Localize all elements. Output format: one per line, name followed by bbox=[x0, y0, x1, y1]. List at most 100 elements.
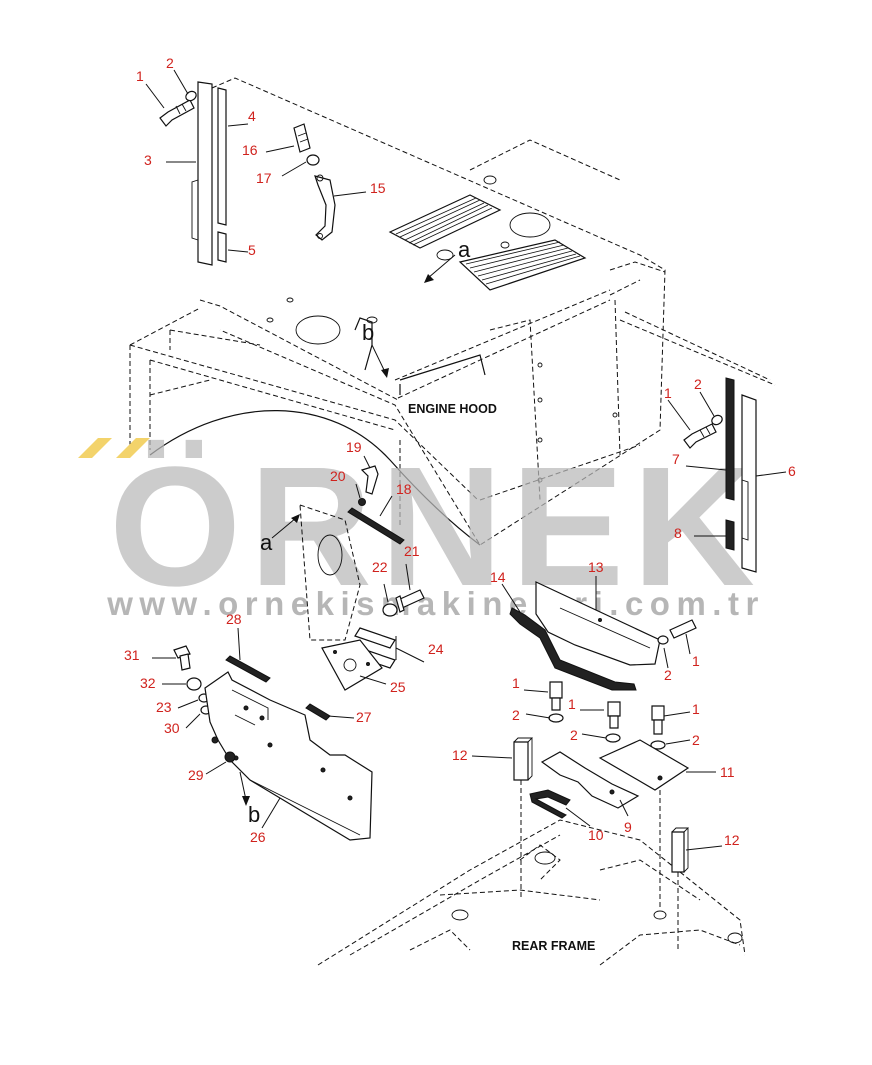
plate-9 bbox=[540, 751, 640, 809]
callout-16: 16 bbox=[242, 142, 258, 158]
callout-29: 29 bbox=[188, 767, 204, 783]
washer-2-right bbox=[711, 414, 723, 426]
washer-17 bbox=[306, 154, 320, 166]
seal-6 bbox=[741, 394, 757, 573]
callouts: 1 2 3 4 5 16 17 15 1 2 7 6 8 19 20 18 21… bbox=[124, 55, 796, 848]
leader-lines bbox=[145, 69, 787, 851]
rod-18 bbox=[347, 507, 405, 545]
arrow-a-top-icon bbox=[424, 274, 434, 283]
view-marker-b-top: b bbox=[362, 320, 374, 345]
bolt-1-b bbox=[607, 701, 621, 729]
callout-2-b: 2 bbox=[570, 727, 578, 743]
washer-32 bbox=[186, 677, 202, 691]
callout-1-c: 1 bbox=[692, 701, 700, 717]
callout-5: 5 bbox=[248, 242, 256, 258]
callout-14: 14 bbox=[490, 569, 506, 585]
washer-2-a bbox=[548, 713, 564, 723]
bolt-1-13 bbox=[669, 619, 697, 639]
watermark-url: www.ornekismakinelari.com.tr bbox=[106, 585, 765, 622]
callout-1-top: 1 bbox=[136, 68, 144, 84]
callout-8: 8 bbox=[674, 525, 682, 541]
callout-28: 28 bbox=[226, 611, 242, 627]
arrow-b-bottom-icon bbox=[242, 796, 250, 806]
callout-7: 7 bbox=[672, 451, 680, 467]
shield-plate-upper bbox=[299, 504, 361, 641]
callout-1-b: 1 bbox=[568, 696, 576, 712]
view-marker-a-left: a bbox=[260, 530, 273, 555]
bolt-16 bbox=[293, 123, 311, 153]
rubber-27 bbox=[305, 703, 331, 721]
caption-engine-hood: ENGINE HOOD bbox=[408, 402, 497, 416]
bolt-1-c bbox=[651, 705, 665, 735]
callout-22: 22 bbox=[372, 559, 388, 575]
callout-11: 11 bbox=[720, 764, 735, 780]
seal-8 bbox=[725, 519, 735, 551]
callout-21: 21 bbox=[404, 543, 420, 559]
rubber-28 bbox=[225, 655, 271, 683]
seal-3 bbox=[191, 81, 213, 266]
callout-18: 18 bbox=[396, 481, 412, 497]
callout-19: 19 bbox=[346, 439, 362, 455]
callout-26: 26 bbox=[250, 829, 266, 845]
clip-29 bbox=[224, 751, 236, 763]
block-12-left bbox=[513, 737, 534, 781]
bolt-31 bbox=[173, 645, 191, 671]
view-marker-b-bottom: b bbox=[248, 802, 260, 827]
callout-9: 9 bbox=[624, 819, 632, 835]
callout-10: 10 bbox=[588, 827, 604, 843]
callout-1-right: 1 bbox=[664, 385, 672, 401]
accent-mark-icon bbox=[116, 438, 150, 458]
washer-20 bbox=[358, 498, 366, 506]
callout-31: 31 bbox=[124, 647, 140, 663]
panel-26 bbox=[204, 671, 373, 841]
bolt-1-a bbox=[549, 681, 563, 711]
callout-30: 30 bbox=[164, 720, 180, 736]
arrow-a-left-icon bbox=[291, 514, 300, 523]
callout-24: 24 bbox=[428, 641, 444, 657]
callout-2-a: 2 bbox=[512, 707, 520, 723]
bracket-15 bbox=[314, 174, 336, 241]
plate-11 bbox=[598, 739, 690, 791]
callout-13: 13 bbox=[588, 559, 604, 575]
caption-rear-frame: REAR FRAME bbox=[512, 939, 595, 953]
grille-upper bbox=[388, 194, 502, 249]
callout-23: 23 bbox=[156, 699, 172, 715]
plate-25 bbox=[321, 639, 383, 691]
grille-lower bbox=[458, 239, 587, 291]
callout-12-right: 12 bbox=[724, 832, 740, 848]
callout-25: 25 bbox=[390, 679, 406, 695]
washer-2-b bbox=[605, 733, 621, 743]
watermark: ÖRNEK www.ornekismakinelari.com.tr bbox=[78, 432, 765, 622]
callout-3: 3 bbox=[144, 152, 152, 168]
washer-22 bbox=[382, 603, 398, 617]
callout-2-top: 2 bbox=[166, 55, 174, 71]
callout-1-a: 1 bbox=[512, 675, 520, 691]
callout-15: 15 bbox=[370, 180, 386, 196]
callout-2-13: 2 bbox=[664, 667, 672, 683]
arrow-b-top-icon bbox=[381, 368, 389, 378]
callout-6: 6 bbox=[788, 463, 796, 479]
callout-2-c: 2 bbox=[692, 732, 700, 748]
engine-hood bbox=[129, 77, 776, 546]
callout-20: 20 bbox=[330, 468, 346, 484]
view-marker-a-top: a bbox=[458, 237, 471, 262]
washer-2-13 bbox=[657, 635, 669, 645]
callout-27: 27 bbox=[356, 709, 372, 725]
washer-2-top bbox=[185, 90, 197, 102]
bolt-1-right bbox=[683, 423, 717, 449]
bolt-19 bbox=[360, 465, 379, 495]
watermark-brand: ÖRNEK bbox=[109, 432, 763, 622]
block-12-right bbox=[671, 827, 690, 873]
seal-4 bbox=[217, 87, 227, 226]
seal-14 bbox=[509, 607, 637, 691]
seal-7 bbox=[725, 377, 735, 501]
clip-10 bbox=[529, 789, 571, 819]
accent-mark-icon bbox=[78, 438, 112, 458]
callout-4: 4 bbox=[248, 108, 256, 124]
callout-1-13: 1 bbox=[692, 653, 700, 669]
bolt-1-top bbox=[159, 99, 195, 127]
washer-2-c bbox=[650, 740, 666, 750]
callout-17: 17 bbox=[256, 170, 272, 186]
